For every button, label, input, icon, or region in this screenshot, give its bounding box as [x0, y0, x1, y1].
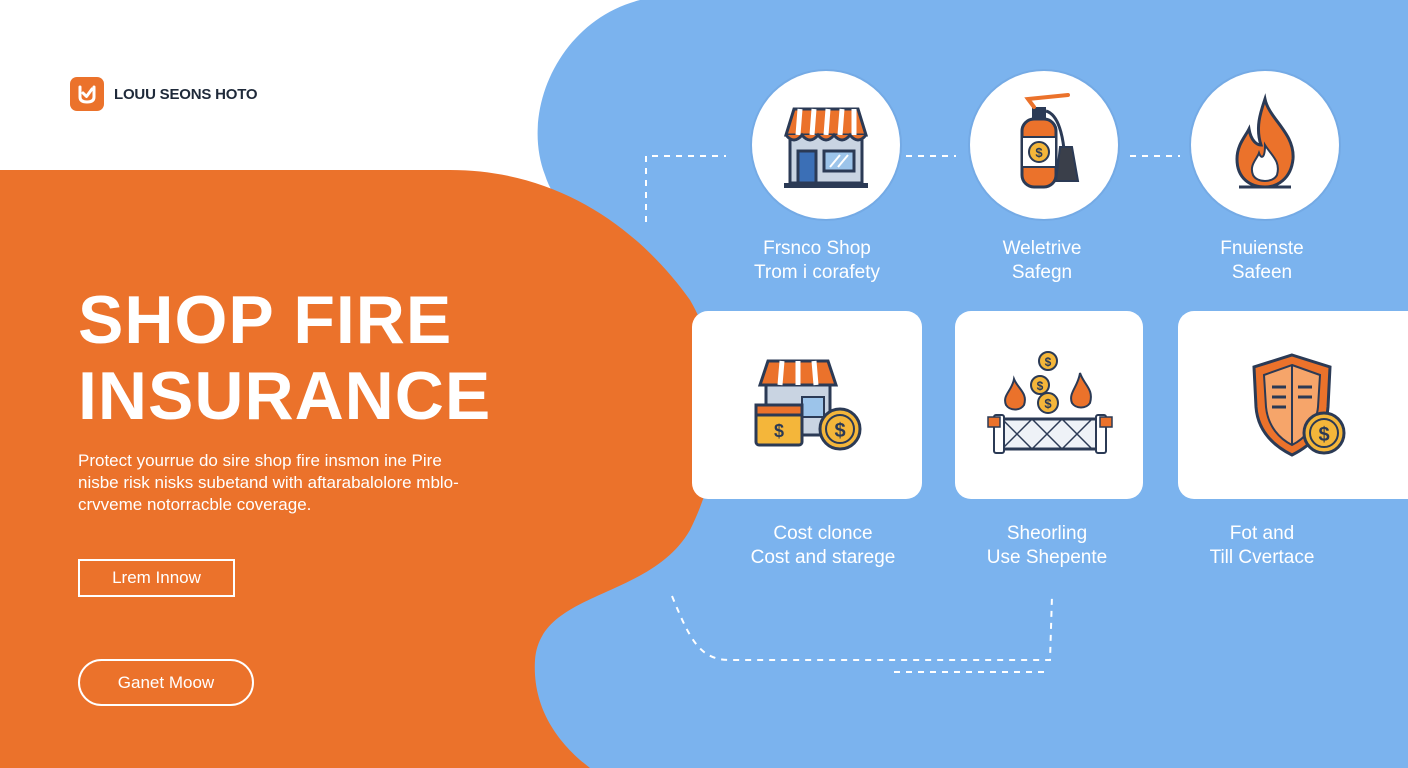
feature-label-shelter: Sheorling Use Shepente: [986, 523, 1108, 568]
get-now-button[interactable]: Ganet Moow: [78, 659, 254, 706]
feature-label-flame: Fnuienste Safeen: [1220, 238, 1304, 283]
description-line: Protect yourrue do sire shop fire insmon…: [78, 451, 442, 470]
svg-text:$: $: [1318, 424, 1329, 446]
description-line: crvveme notorracble coverage.: [78, 495, 312, 514]
feature-label-cost: Cost clonce Cost and starege: [750, 523, 896, 568]
svg-text:$: $: [1044, 396, 1052, 411]
storefront-icon: [783, 107, 869, 188]
description-line: nisbe risk nisks subetand with aftarabal…: [78, 473, 459, 492]
feature-card-cost[interactable]: $ $: [692, 311, 922, 499]
shop-coin-icon: $ $: [754, 359, 862, 451]
title-line-1: SHOP FIRE: [78, 282, 453, 358]
feature-label-extinguisher: Weletrive Safegn: [1002, 238, 1082, 283]
title-line-2: INSURANCE: [78, 358, 492, 434]
brand-name: LOUU SEONS HOTO: [114, 85, 258, 103]
check-badge-icon: [70, 77, 104, 111]
feature-circle-flame[interactable]: [1191, 71, 1339, 219]
learn-now-button[interactable]: Lrem Innow: [78, 559, 235, 597]
hero-description: Protect yourrue do sire shop fire insmon…: [78, 450, 598, 516]
svg-text:$: $: [1035, 145, 1043, 160]
dashed-connectors: [645, 155, 1180, 673]
fire-coins-icon: $ $ $: [987, 351, 1113, 454]
feature-card-shelter[interactable]: $ $ $: [955, 311, 1143, 499]
feature-card-coverage[interactable]: $: [1178, 311, 1408, 499]
flame-icon: [1235, 93, 1295, 189]
orange-background-shape: [0, 170, 719, 768]
fire-extinguisher-icon: $: [1020, 93, 1080, 189]
feature-label-shop: Frsnco Shop Trom i corafety: [754, 238, 880, 283]
svg-text:$: $: [1045, 355, 1052, 369]
svg-text:$: $: [1037, 379, 1044, 393]
feature-circle-extinguisher[interactable]: $: [970, 71, 1118, 219]
svg-text:$: $: [834, 420, 845, 442]
svg-text:$: $: [774, 421, 784, 441]
brand-logo[interactable]: LOUU SEONS HOTO: [70, 77, 258, 111]
page-title: SHOP FIRE INSURANCE: [78, 282, 491, 434]
feature-label-coverage: Fot and Till Cvertace: [1209, 523, 1315, 568]
shield-coin-icon: $: [1252, 353, 1346, 457]
feature-circle-shop[interactable]: [752, 71, 900, 219]
